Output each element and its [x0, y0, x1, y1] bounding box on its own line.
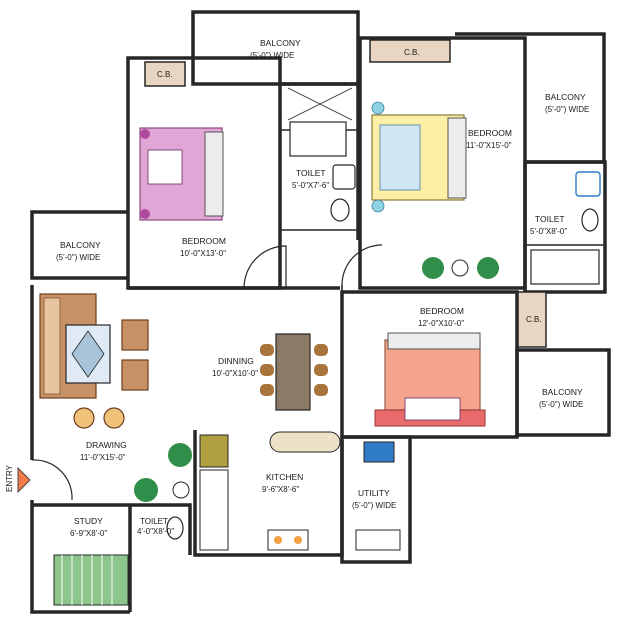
- walls: [30, 10, 611, 614]
- toilet-icon: [581, 208, 599, 232]
- entry-label: ENTRY: [5, 464, 14, 492]
- potted-plant-icon: [168, 443, 192, 467]
- kitchen-dim: 9'-6"X8'-6": [262, 485, 299, 494]
- entry: ENTRY: [5, 464, 31, 493]
- bedroom-right-name: BEDROOM: [468, 128, 512, 138]
- balcony-right-bottom-dim: (5'-0") WIDE: [539, 400, 583, 409]
- toilet-mid-dim: 5'-0"X7'-6": [292, 181, 329, 190]
- dining-table-icon: [260, 333, 328, 411]
- tv-icon: [363, 441, 395, 463]
- room-labels: BALCONY (5'-0") WIDE BALCONY (5'-0") WID…: [56, 38, 589, 538]
- study-dim: 6'-9"X8'-0": [70, 529, 107, 538]
- balcony-right-top-dim: (5'-0") WIDE: [545, 105, 589, 114]
- bath-fixtures: [166, 87, 601, 540]
- toilet-right-name: TOILET: [535, 214, 565, 224]
- cb-top-right-label: C.B.: [404, 48, 420, 57]
- bed-icon: [371, 101, 467, 213]
- balcony-left-dim: (5'-0") WIDE: [56, 253, 100, 262]
- potted-plant-icon: [477, 257, 499, 279]
- triangle-arrow-icon: [17, 467, 31, 493]
- floor-lamp-icon: [451, 259, 469, 277]
- potted-plant-icon: [134, 478, 158, 502]
- bedroom-right-dim: 11'-0"X15'-0": [466, 141, 512, 150]
- sink-icon: [575, 171, 601, 197]
- toilet-icon: [330, 198, 350, 222]
- utility-dim: (5'-0") WIDE: [352, 501, 396, 510]
- sofa-icon: [39, 293, 149, 429]
- plants: [134, 257, 499, 502]
- stove-icon: [267, 529, 309, 551]
- balcony-top-dim: (5'-0") WIDE: [250, 51, 294, 60]
- cb-mid-label: C.B.: [526, 315, 542, 324]
- bed-icon: [139, 127, 224, 221]
- cb-left-label: C.B.: [157, 70, 173, 79]
- doors: [31, 244, 383, 501]
- toilet-small-name: TOILET: [140, 517, 168, 526]
- dinning-name: DINNING: [218, 356, 254, 366]
- study-name: STUDY: [74, 516, 103, 526]
- bedroom-mid-dim: 12'-0"X10'-0": [418, 319, 464, 328]
- potted-plant-icon: [422, 257, 444, 279]
- balcony-right-bottom-name: BALCONY: [542, 387, 583, 397]
- sink-icon: [332, 164, 356, 190]
- bed-icon: [374, 332, 486, 427]
- balcony-top-name: BALCONY: [260, 38, 301, 48]
- toilet-small-dim: 4'-0"X8'-0": [137, 527, 174, 536]
- closets: C.B. C.B. C.B.: [144, 39, 547, 348]
- bedroom-mid-name: BEDROOM: [420, 306, 464, 316]
- closet-left: [144, 61, 186, 87]
- bedroom-left-dim: 10'-0"X13'-0": [180, 249, 226, 258]
- stair: [53, 554, 129, 606]
- kitchen-name: KITCHEN: [266, 472, 303, 482]
- floor-lamp-icon: [172, 481, 190, 499]
- dinning-dim: 10'-0"X10'-0": [212, 369, 258, 378]
- closet-mid: [517, 291, 547, 348]
- toilet-mid-name: TOILET: [296, 168, 326, 178]
- bedroom-left-name: BEDROOM: [182, 236, 226, 246]
- closet-top-right: [369, 39, 451, 63]
- toilet-right-dim: 5'-0"X8'-0": [530, 227, 567, 236]
- balcony-left-name: BALCONY: [60, 240, 101, 250]
- balcony-right-top-name: BALCONY: [545, 92, 586, 102]
- kitchen-fixtures: [199, 431, 401, 551]
- drawing-dim: 11'-0"X15'-0": [80, 453, 126, 462]
- utility-name: UTILITY: [358, 488, 390, 498]
- toilet-icon: [166, 516, 184, 540]
- drawing-name: DRAWING: [86, 440, 127, 450]
